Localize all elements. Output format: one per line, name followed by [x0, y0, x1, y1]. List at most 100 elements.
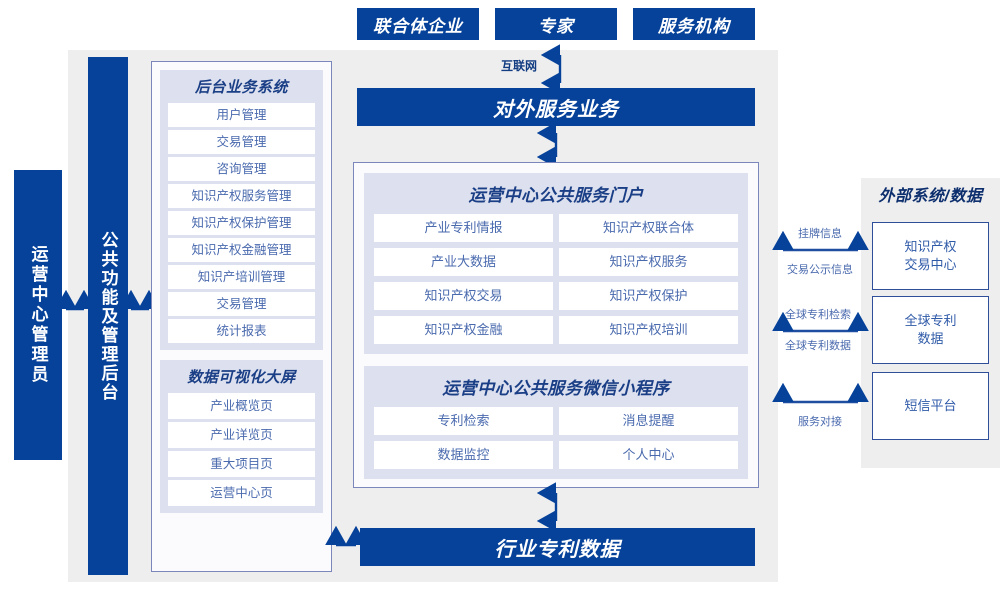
portal-item[interactable]: 知识产权联合体 [559, 214, 738, 242]
backoffice-item[interactable]: 知识产权服务管理 [168, 184, 315, 208]
backoffice-item-label: 知识产培训管理 [197, 269, 286, 284]
dataviz-group-title: 数据可视化大屏 [187, 369, 296, 386]
dataviz-group: 数据可视化大屏 产业概览页 产业详览页 重大项目页 运营中心页 [160, 360, 323, 513]
central-services-card: 运营中心公共服务门户 产业专利情报 知识产权联合体 产业大数据 知识产权服务 知… [353, 162, 759, 488]
backoffice-item-label: 统计报表 [216, 323, 267, 338]
backend-to-backoffice-arrow [120, 289, 160, 311]
backoffice-item[interactable]: 用户管理 [168, 103, 315, 127]
miniprogram-item[interactable]: 消息提醒 [559, 407, 738, 435]
backoffice-item-label: 交易管理 [216, 134, 267, 149]
operation-center-admin-label: 运营中心管理员 [28, 245, 48, 385]
miniprogram-item[interactable]: 个人中心 [559, 441, 738, 469]
internet-arrow [540, 44, 562, 94]
miniprogram-item-grid: 专利检索 消息提醒 数据监控 个人中心 [374, 407, 738, 469]
sidebar-item-operation-center-admin[interactable]: 运营中心管理员 [14, 170, 62, 460]
top-actor-label: 服务机构 [658, 16, 730, 36]
top-actor-box-2[interactable]: 专家 [495, 8, 617, 40]
backoffice-item-label: 知识产权保护管理 [191, 215, 292, 230]
backoffice-item-label: 用户管理 [216, 107, 267, 122]
miniprogram-item[interactable]: 数据监控 [374, 441, 553, 469]
sidebar-item-common-function-backend[interactable]: 公共功能及管理后台 [88, 57, 128, 575]
miniprogram-item-label: 消息提醒 [622, 412, 675, 428]
miniprogram-group-title: 运营中心公共服务微信小程序 [442, 379, 670, 398]
dataviz-item-label: 重大项目页 [210, 456, 273, 471]
connector-2-label-above: 全球专利检索 [785, 309, 851, 321]
top-actor-box-1[interactable]: 联合体企业 [357, 8, 479, 40]
external-system-box-3[interactable]: 短信平台 [872, 372, 989, 440]
backoffice-item[interactable]: 交易管理 [168, 130, 315, 154]
miniprogram-item-label: 专利检索 [437, 412, 490, 428]
backoffice-item-label: 知识产权服务管理 [191, 188, 292, 203]
internet-link-label: 互联网 [500, 59, 537, 73]
miniprogram-item-label: 个人中心 [622, 446, 675, 462]
top-actor-box-3[interactable]: 服务机构 [633, 8, 755, 40]
external-service-business-label: 对外服务业务 [493, 98, 619, 121]
backoffice-item[interactable]: 咨询管理 [168, 157, 315, 181]
external-system-label: 知识产权交易中心 [904, 239, 957, 272]
connector-1-label-below: 交易公示信息 [787, 264, 853, 276]
backoffice-item[interactable]: 知识产培训管理 [168, 265, 315, 289]
dataviz-item[interactable]: 重大项目页 [168, 451, 315, 477]
portal-item[interactable]: 知识产权保护 [559, 282, 738, 310]
dataviz-item-list: 产业概览页 产业详览页 重大项目页 运营中心页 [168, 393, 315, 506]
external-service-business-bar[interactable]: 对外服务业务 [357, 88, 755, 126]
portal-item-label: 产业专利情报 [424, 219, 503, 235]
external-system-label: 全球专利数据 [904, 313, 957, 346]
backoffice-item[interactable]: 知识产权保护管理 [168, 211, 315, 235]
connector-2-arrow [772, 311, 869, 333]
top-actor-label: 联合体企业 [373, 16, 463, 36]
backoffice-item[interactable]: 交易管理 [168, 292, 315, 316]
admin-to-backend-arrow [55, 289, 95, 311]
dataviz-item-label: 产业详览页 [210, 427, 273, 442]
industry-patent-data-bar[interactable]: 行业专利数据 [360, 528, 755, 566]
external-system-box-2[interactable]: 全球专利数据 [872, 296, 989, 364]
connector-1-label-above: 挂牌信息 [798, 228, 842, 240]
portal-item-label: 知识产权服务 [609, 253, 688, 269]
connector-3-arrow [772, 382, 869, 404]
portal-item[interactable]: 产业大数据 [374, 248, 553, 276]
backoffice-group: 后台业务系统 用户管理 交易管理 咨询管理 知识产权服务管理 知识产权保护管理 … [160, 70, 323, 350]
backoffice-item[interactable]: 统计报表 [168, 319, 315, 343]
portal-item[interactable]: 产业专利情报 [374, 214, 553, 242]
portal-item-label: 知识产权保护 [609, 287, 688, 303]
common-function-backend-label: 公共功能及管理后台 [98, 230, 118, 402]
portal-to-industry-data-arrow [536, 482, 558, 532]
connector-1-arrow [772, 230, 869, 252]
external-systems-title: 外部系统/数据 [878, 188, 983, 205]
portal-item-label: 知识产权金融 [424, 321, 503, 337]
backoffice-item-label: 知识产权金融管理 [191, 242, 292, 257]
dataviz-item[interactable]: 产业详览页 [168, 422, 315, 448]
backoffice-item-list: 用户管理 交易管理 咨询管理 知识产权服务管理 知识产权保护管理 知识产权金融管… [168, 103, 315, 343]
portal-group-title: 运营中心公共服务门户 [468, 186, 644, 205]
dataviz-item[interactable]: 产业概览页 [168, 393, 315, 419]
connector-3-label-below: 服务对接 [798, 416, 842, 428]
external-system-label: 短信平台 [904, 398, 957, 414]
industry-patent-data-label: 行业专利数据 [494, 538, 621, 561]
dataviz-item-label: 产业概览页 [210, 398, 273, 413]
dataviz-item[interactable]: 运营中心页 [168, 480, 315, 506]
portal-item[interactable]: 知识产权培训 [559, 316, 738, 344]
portal-item-grid: 产业专利情报 知识产权联合体 产业大数据 知识产权服务 知识产权交易 知识产权保… [374, 214, 738, 344]
portal-item[interactable]: 知识产权服务 [559, 248, 738, 276]
portal-item-label: 知识产权培训 [609, 321, 688, 337]
backoffice-card: 后台业务系统 用户管理 交易管理 咨询管理 知识产权服务管理 知识产权保护管理 … [151, 61, 332, 572]
connector-2-label-below: 全球专利数据 [785, 340, 851, 352]
miniprogram-item-label: 数据监控 [437, 446, 490, 462]
backoffice-group-title: 后台业务系统 [194, 79, 288, 96]
portal-item[interactable]: 知识产权金融 [374, 316, 553, 344]
backoffice-item[interactable]: 知识产权金融管理 [168, 238, 315, 262]
backoffice-item-label: 咨询管理 [216, 161, 267, 176]
portal-item-label: 产业大数据 [430, 253, 496, 269]
backoffice-to-industry-data-arrow [325, 525, 367, 547]
external-system-box-1[interactable]: 知识产权交易中心 [872, 222, 989, 290]
miniprogram-group: 运营中心公共服务微信小程序 专利检索 消息提醒 数据监控 个人中心 [364, 366, 748, 479]
portal-item-label: 知识产权交易 [424, 287, 503, 303]
portal-item[interactable]: 知识产权交易 [374, 282, 553, 310]
miniprogram-item[interactable]: 专利检索 [374, 407, 553, 435]
portal-group: 运营中心公共服务门户 产业专利情报 知识产权联合体 产业大数据 知识产权服务 知… [364, 173, 748, 354]
dataviz-item-label: 运营中心页 [210, 485, 273, 500]
top-actor-label: 专家 [538, 16, 574, 36]
backoffice-item-label: 交易管理 [216, 296, 267, 311]
portal-item-label: 知识产权联合体 [602, 219, 694, 235]
service-to-portal-arrow [536, 122, 558, 168]
